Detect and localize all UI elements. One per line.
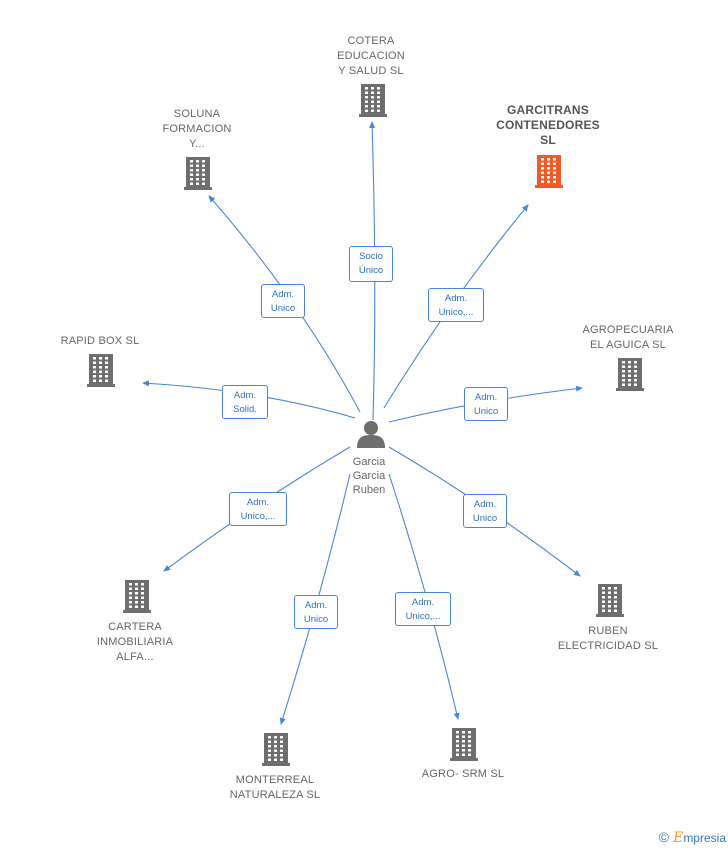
watermark: ©Empresia bbox=[659, 829, 726, 846]
company-name-cotera[interactable]: COTERA EDUCACION Y SALUD SL bbox=[337, 35, 405, 77]
building-icon[interactable] bbox=[359, 84, 387, 117]
building-icon[interactable] bbox=[184, 157, 212, 190]
edge-label-rapidbox: Adm. Solid. bbox=[222, 385, 268, 419]
edge-label-monterreal: Adm. Unico bbox=[294, 595, 338, 629]
edge-label-cartera: Adm. Unico,... bbox=[229, 492, 287, 526]
edge-label-garcitrans: Adm. Unico,... bbox=[428, 288, 484, 322]
building-icon[interactable] bbox=[87, 354, 115, 387]
building-icon[interactable] bbox=[535, 155, 563, 188]
center-person-name[interactable]: Garcia Garcia Ruben bbox=[352, 456, 386, 496]
edge-label-soluna: Adm. Unico bbox=[261, 284, 305, 318]
person-icon bbox=[357, 421, 385, 448]
company-name-cartera[interactable]: CARTERA INMOBILIARIA ALFA... bbox=[96, 621, 174, 663]
company-name-ruben[interactable]: RUBEN ELECTRICIDAD SL bbox=[557, 625, 659, 652]
building-icon[interactable] bbox=[616, 358, 644, 391]
edge-label-agrosrm: Adm. Unico,... bbox=[395, 592, 451, 626]
copyright-symbol: © bbox=[658, 829, 670, 845]
company-name-garcitrans[interactable]: GARCITRANS CONTENEDORES SL bbox=[496, 103, 600, 147]
company-name-rapidbox[interactable]: RAPID BOX SL bbox=[60, 335, 140, 347]
building-icon[interactable] bbox=[450, 728, 478, 761]
edge-label-ruben: Adm. Unico bbox=[463, 494, 507, 528]
edge-label-agropecuaria: Adm. Unico bbox=[464, 387, 508, 421]
company-name-soluna[interactable]: SOLUNA FORMACION Y... bbox=[162, 108, 232, 150]
company-name-agrosrm[interactable]: AGRO- SRM SL bbox=[421, 768, 505, 780]
building-icon[interactable] bbox=[262, 733, 290, 766]
building-icon[interactable] bbox=[123, 580, 151, 613]
building-icon[interactable] bbox=[596, 584, 624, 617]
brand-initial: E bbox=[673, 830, 684, 846]
company-name-monterreal[interactable]: MONTERREAL NATURALEZA SL bbox=[229, 774, 321, 801]
edge-label-cotera: Socio Único bbox=[349, 246, 393, 282]
company-name-agropecuaria[interactable]: AGROPECUARIA EL AGUICA SL bbox=[582, 324, 674, 351]
brand-name: mpresia bbox=[683, 831, 726, 845]
